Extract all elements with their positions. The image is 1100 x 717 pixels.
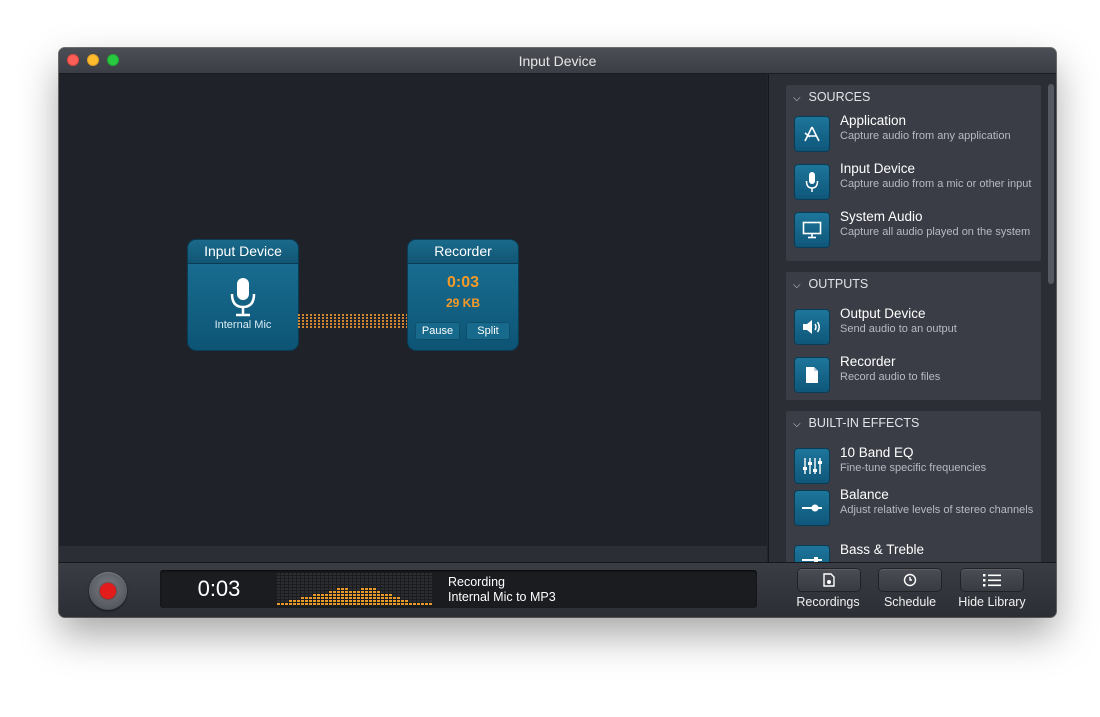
outputs-header-label: OUTPUTS [808, 277, 869, 291]
outputs-header[interactable]: ⌵ OUTPUTS [786, 272, 1041, 296]
schedule-button[interactable] [879, 569, 941, 591]
item-description: Capture audio from any application [840, 130, 1011, 142]
item-description: Capture all audio played on the system [840, 226, 1031, 238]
recorder-node-title: Recorder [408, 240, 518, 264]
item-title: Balance [840, 487, 889, 502]
library-sidebar: ⌵ SOURCES Application Capture audio from… [768, 74, 1056, 562]
recorder-node[interactable]: Recorder 0:03 29 KB Pause Split [408, 240, 518, 350]
item-title: Application [840, 113, 907, 128]
hide-library-label: Hide Library [958, 595, 1026, 609]
sources-header-label: SOURCES [808, 90, 871, 104]
pause-button[interactable]: Pause [415, 322, 460, 340]
file-icon [795, 358, 829, 392]
recording-status-label: Recording [448, 575, 505, 589]
hide-library-button[interactable] [961, 569, 1023, 591]
bottom-toolbar: 0:03 Recording Internal Mic to MP3 Recor… [59, 562, 1056, 617]
schedule-label: Schedule [883, 595, 937, 609]
window-title: Input Device [518, 53, 597, 69]
eq-sliders-icon [795, 449, 829, 483]
input-device-node-title: Input Device [188, 240, 298, 264]
library-item-input-device[interactable]: Input Device Capture audio from a mic or… [795, 161, 1035, 207]
chevron-down-icon: ⌵ [793, 280, 801, 291]
recorder-elapsed-time: 0:03 [446, 274, 480, 291]
library-item-output-device[interactable]: Output Device Send audio to an output [795, 306, 1035, 352]
item-description: Fine-tune specific frequencies [840, 462, 987, 474]
application-icon [795, 117, 829, 151]
audio-connector [298, 314, 408, 328]
library-item-bass-treble[interactable]: Bass & Treble [795, 542, 1035, 562]
canvas-footer [59, 546, 767, 562]
recording-route-label: Internal Mic to MP3 [448, 590, 556, 604]
app-window: Input Device Input Device Internal Mic R… [59, 48, 1056, 617]
bass-treble-icon [795, 546, 829, 562]
elapsed-time: 0:03 [197, 576, 241, 601]
item-description: Send audio to an output [840, 323, 957, 335]
recording-status-display: 0:03 Recording Internal Mic to MP3 [160, 570, 757, 608]
recordings-icon [823, 573, 835, 587]
item-title: System Audio [840, 209, 923, 224]
split-button[interactable]: Split [466, 322, 510, 340]
microphone-icon [230, 278, 256, 317]
item-title: Bass & Treble [840, 542, 925, 557]
microphone-icon [795, 165, 829, 199]
library-item-recorder[interactable]: Recorder Record audio to files [795, 354, 1035, 400]
library-item-10-band-eq[interactable]: 10 Band EQ Fine-tune specific frequencie… [795, 445, 1035, 491]
sidebar-scrollbar[interactable] [1048, 84, 1054, 284]
chevron-down-icon: ⌵ [793, 93, 801, 104]
sources-panel: ⌵ SOURCES Application Capture audio from… [785, 84, 1042, 262]
recordings-label: Recordings [796, 595, 860, 609]
input-device-node[interactable]: Input Device Internal Mic [188, 240, 298, 350]
library-item-application[interactable]: Application Capture audio from any appli… [795, 113, 1035, 159]
item-description: Capture audio from a mic or other input [840, 178, 1032, 190]
effects-header-label: BUILT-IN EFFECTS [808, 416, 920, 430]
monitor-icon [795, 213, 829, 247]
item-title: Recorder [840, 354, 896, 369]
clock-icon [903, 573, 917, 587]
effects-header[interactable]: ⌵ BUILT-IN EFFECTS [786, 411, 1041, 435]
record-button[interactable] [89, 572, 127, 610]
input-source-label: Internal Mic [214, 319, 272, 331]
pipeline-canvas[interactable]: Input Device Internal Mic Recorder 0:03 … [59, 74, 767, 546]
effects-panel: ⌵ BUILT-IN EFFECTS 10 Band EQ Fine-tune … [785, 410, 1042, 562]
close-window-button[interactable] [67, 54, 79, 66]
item-description: Adjust relative levels of stereo channel… [840, 504, 1034, 516]
zoom-window-button[interactable] [107, 54, 119, 66]
speaker-icon [795, 310, 829, 344]
title-bar: Input Device [59, 48, 1056, 74]
item-title: Output Device [840, 306, 926, 321]
list-icon [983, 574, 1001, 587]
record-icon [100, 583, 116, 599]
item-title: Input Device [840, 161, 916, 176]
minimize-window-button[interactable] [87, 54, 99, 66]
item-title: 10 Band EQ [840, 445, 914, 460]
level-meter [277, 573, 432, 605]
recordings-button[interactable] [798, 569, 860, 591]
sources-header[interactable]: ⌵ SOURCES [786, 85, 1041, 109]
recorder-file-size: 29 KB [445, 296, 480, 310]
library-item-balance[interactable]: Balance Adjust relative levels of stereo… [795, 487, 1035, 533]
library-item-system-audio[interactable]: System Audio Capture all audio played on… [795, 209, 1035, 255]
outputs-panel: ⌵ OUTPUTS Output Device Send audio to an… [785, 271, 1042, 401]
balance-slider-icon [795, 491, 829, 525]
item-description: Record audio to files [840, 371, 941, 383]
chevron-down-icon: ⌵ [793, 419, 801, 430]
